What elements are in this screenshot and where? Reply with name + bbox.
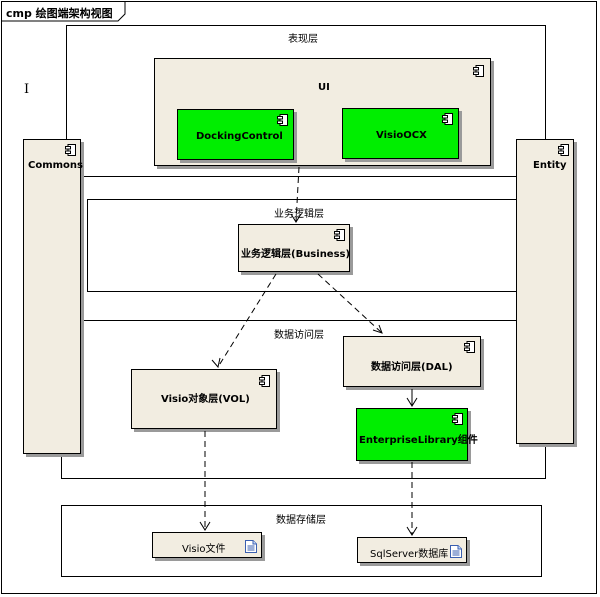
component-icon — [473, 65, 484, 77]
arrowhead-sqlserver — [406, 526, 418, 536]
sqlserver-db-label: SqlServer数据库 — [370, 549, 449, 560]
component-icon — [259, 375, 270, 387]
component-icon — [277, 114, 288, 126]
visio-ocx-label: VisioOCX — [376, 130, 427, 141]
data-storage-layer-box — [61, 505, 542, 577]
vol-label: Visio对象层(VOL) — [161, 394, 250, 405]
presentation-layer-label: 表现层 — [288, 34, 318, 45]
entity-label: Entity — [533, 160, 567, 171]
business-component[interactable]: 业务逻辑层(Business) — [238, 224, 350, 272]
text-cursor-icon: I — [24, 82, 30, 97]
arrowhead-visio-file — [199, 521, 211, 531]
docking-control-label: DockingControl — [196, 131, 283, 142]
document-icon — [450, 545, 462, 558]
arrowhead-vol — [211, 357, 221, 369]
component-icon — [442, 113, 453, 125]
component-icon — [65, 144, 76, 156]
data-access-layer-label: 数据访问层 — [274, 330, 324, 341]
component-icon — [452, 413, 463, 425]
dep-business-vol — [217, 273, 277, 368]
commons-label: Commons — [28, 160, 83, 171]
enterprise-library-label: EnterpriseLibrary组件 — [359, 435, 478, 446]
commons-component[interactable]: Commons — [23, 139, 83, 454]
dal-label: 数据访问层(DAL) — [371, 362, 453, 373]
dal-component[interactable]: 数据访问层(DAL) — [343, 336, 481, 387]
dep-business-dal — [317, 273, 383, 334]
arrowhead-el — [406, 397, 418, 407]
docking-control-component[interactable]: DockingControl — [177, 109, 294, 160]
arrowhead-dal — [372, 324, 383, 334]
entity-component[interactable]: Entity — [516, 139, 574, 444]
component-icon — [464, 341, 475, 353]
arrowhead-business — [290, 213, 302, 223]
vol-component[interactable]: Visio对象层(VOL) — [131, 369, 277, 429]
document-icon — [245, 540, 257, 553]
sqlserver-db-artifact[interactable]: SqlServer数据库 — [357, 537, 467, 563]
presentation-layer-box — [66, 25, 546, 177]
visio-file-artifact[interactable]: Visio文件 — [152, 532, 262, 558]
enterprise-library-component[interactable]: EnterpriseLibrary组件 — [356, 408, 478, 461]
diagram-title: cmp 绘图端架构视图 — [6, 7, 113, 20]
business-label: 业务逻辑层(Business) — [241, 249, 351, 260]
component-icon — [334, 229, 345, 241]
business-layer-label: 业务逻辑层 — [274, 209, 324, 220]
title-tab-outline — [2, 2, 126, 22]
ui-component-label: UI — [318, 82, 330, 93]
data-storage-layer-label: 数据存储层 — [276, 515, 326, 526]
visio-file-label: Visio文件 — [182, 544, 226, 555]
dep-ui-business — [295, 166, 300, 223]
diagram-title-tab: cmp 绘图端架构视图 — [2, 2, 126, 22]
visio-ocx-component[interactable]: VisioOCX — [342, 108, 459, 159]
component-icon — [558, 144, 569, 156]
